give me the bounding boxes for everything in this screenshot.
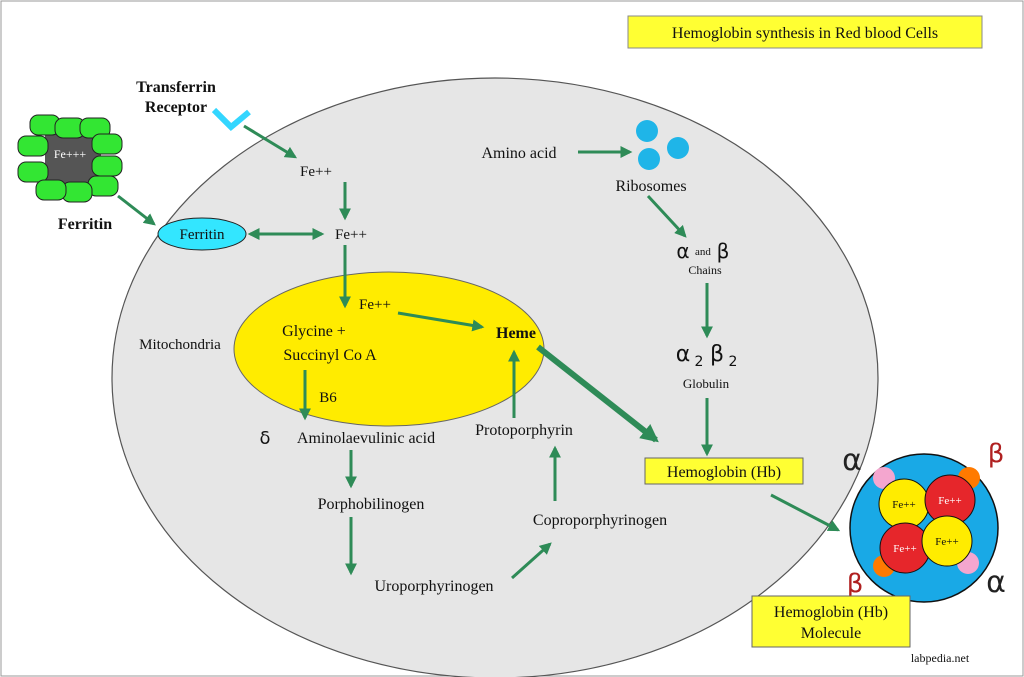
alpha-top-label: α <box>842 443 862 478</box>
coproporphyrinogen-label: Coproporphyrinogen <box>533 512 667 529</box>
heme-label: Heme <box>496 325 536 342</box>
transferrin-receptor-icon <box>211 107 251 132</box>
watermark: labpedia.net <box>911 651 970 665</box>
uroporphyrinogen-label: Uroporphyrinogen <box>374 578 493 595</box>
arrow-receptor-to-fe <box>243 124 298 159</box>
ferritin-oval-label: Ferritin <box>180 227 225 243</box>
ferritin-subunit-icon <box>17 161 49 183</box>
ferritin-subunit-icon <box>91 133 123 155</box>
glycine-label: Glycine + <box>282 323 346 340</box>
ferritin-subunit-icon <box>35 179 67 201</box>
ribosome-icon <box>636 120 658 142</box>
fe-cytoplasm-label: Fe++ <box>300 164 332 180</box>
porphobilinogen-label: Porphobilinogen <box>318 496 425 513</box>
hemoglobin-box <box>644 457 804 485</box>
ribosome-icon <box>667 137 689 159</box>
arrow-fe-to-heme <box>397 311 485 332</box>
fe-mito-label: Fe++ <box>359 297 391 313</box>
ribosome-icon <box>638 148 660 170</box>
hb-fe-label: Fe++ <box>935 536 958 548</box>
ferritin-complex-icon: Fe+++ <box>17 114 123 203</box>
ferritin-subunit-icon <box>17 135 49 157</box>
chains-label: Chains <box>688 263 722 277</box>
delta-symbol: δ <box>259 428 270 449</box>
ribosomes-label: Ribosomes <box>615 178 686 195</box>
hb-molecule-label-line1: Hemoglobin (Hb) <box>774 604 888 621</box>
arrow-to-hb-molecule <box>770 493 841 532</box>
arrow-to-copro <box>510 542 552 580</box>
heme-yellow-icon <box>921 515 973 567</box>
ala-label: Aminolaevulinic acid <box>297 430 435 447</box>
beta-bottom-label: β <box>847 569 864 599</box>
beta-top-label: β <box>988 439 1005 469</box>
alpha-symbol: α <box>676 239 689 263</box>
hb-molecule-label-line2: Molecule <box>801 625 861 642</box>
hb-fe-label: Fe++ <box>893 543 916 555</box>
beta2-subscript: 2 <box>729 354 738 370</box>
ferritin-oval <box>157 217 247 251</box>
mitochondria-label: Mitochondria <box>139 337 221 353</box>
fe-pool-label: Fe++ <box>335 227 367 243</box>
alpha2-symbol: α <box>676 342 691 367</box>
mitochondria-organelle <box>233 271 545 427</box>
succinyl-coa-label: Succinyl Co A <box>283 347 377 364</box>
hb-fe-label: Fe++ <box>938 495 961 507</box>
beta2-symbol: β <box>710 342 724 367</box>
and-label: and <box>695 246 711 258</box>
beta-symbol: β <box>717 239 730 263</box>
hb-molecule-label-box <box>751 595 911 648</box>
globulin-label: Globulin <box>683 376 730 391</box>
amino-acid-label: Amino acid <box>481 145 556 162</box>
b6-label: B6 <box>319 390 337 406</box>
arrow-ferritin-uptake <box>117 194 156 226</box>
receptor-label: Receptor <box>145 99 207 116</box>
ferritin-subunit-icon <box>91 155 123 177</box>
transferrin-label: Transferrin <box>136 79 216 96</box>
alpha2-subscript: 2 <box>695 354 704 370</box>
hb-fe-label: Fe++ <box>892 499 915 511</box>
arrow-heme-to-hemoglobin <box>536 344 659 443</box>
protoporphyrin-label: Protoporphyrin <box>475 422 573 439</box>
hemoglobin-molecule-icon: Fe++ Fe++ Fe++ Fe++ <box>849 453 999 603</box>
alpha-bottom-label: α <box>986 565 1006 600</box>
ferritin-label: Ferritin <box>58 216 112 233</box>
ferritin-core-label: Fe+++ <box>54 147 87 161</box>
arrow-ribosomes-to-chains <box>646 194 687 238</box>
hemoglobin-label: Hemoglobin (Hb) <box>667 464 781 481</box>
title-box <box>627 15 983 49</box>
diagram-title: Hemoglobin synthesis in Red blood Cells <box>672 25 938 42</box>
